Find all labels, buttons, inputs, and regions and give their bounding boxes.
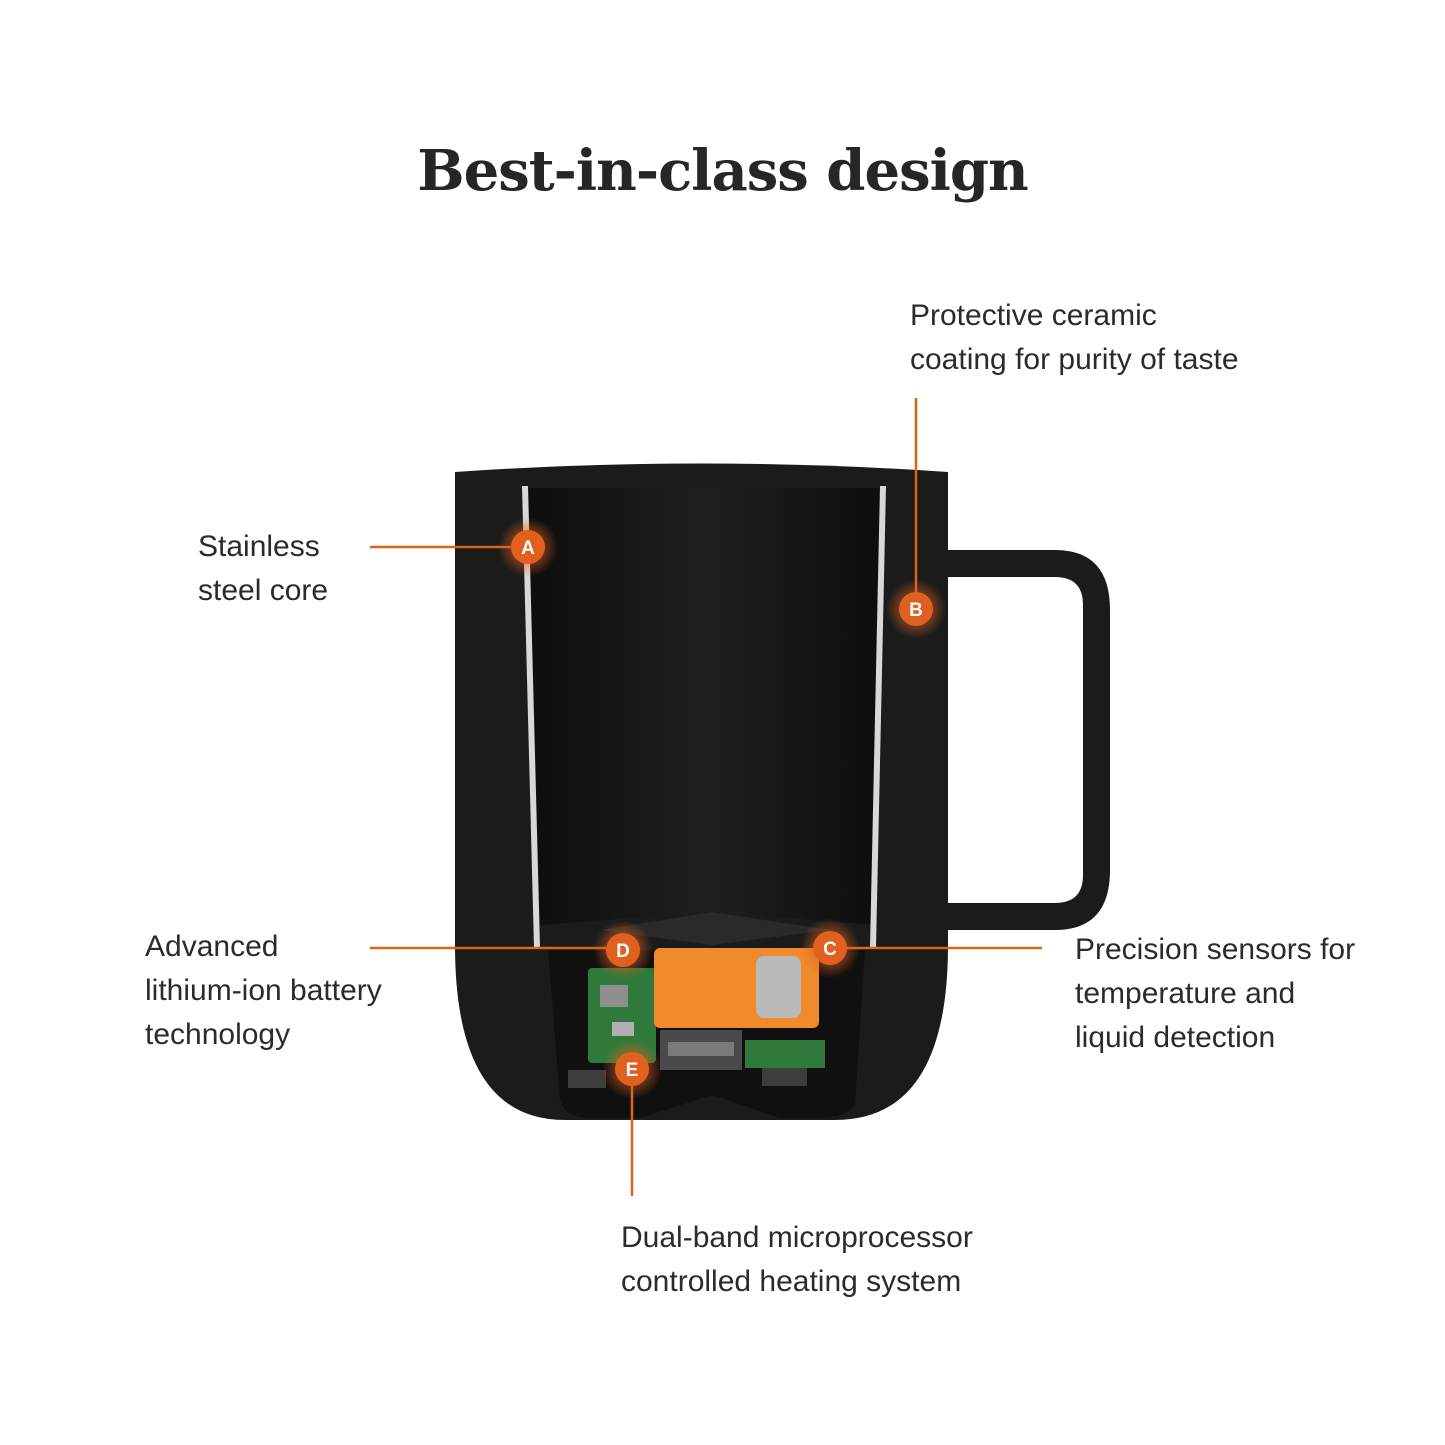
callout-e-line-1: Dual-band microprocessor [621, 1221, 973, 1254]
contact-pad-right [762, 1068, 807, 1086]
circuit-chip-2 [612, 1022, 634, 1036]
callout-c-label: Precision sensors for temperature and li… [1075, 928, 1355, 1060]
marker-d-letter: D [616, 941, 630, 962]
callout-a-line-2: steel core [198, 574, 329, 607]
callout-a-line-1: Stainless [198, 530, 320, 563]
battery-cap [756, 956, 801, 1018]
callout-d-line-3: technology [145, 1018, 291, 1051]
connector-pins [668, 1042, 734, 1056]
callout-c-line-2: temperature and [1075, 977, 1296, 1010]
callout-d-label: Advanced lithium-ion battery technology [145, 925, 382, 1057]
marker-e-letter: E [626, 1060, 639, 1081]
leader-lines [370, 398, 1042, 1196]
circuit-chip [600, 985, 628, 1007]
marker-c-letter: C [823, 939, 837, 960]
callout-b-line-2: coating for purity of taste [910, 343, 1239, 376]
callout-a-label: Stainless steel core [198, 525, 328, 613]
marker-a: A [498, 517, 558, 577]
callout-c-line-1: Precision sensors for [1075, 933, 1356, 966]
marker-b: B [886, 579, 946, 639]
callout-d-line-2: lithium-ion battery [145, 974, 382, 1007]
callout-b-label: Protective ceramic coating for purity of… [910, 294, 1239, 382]
callout-d-line-1: Advanced [145, 930, 279, 963]
stainless-wall-left [522, 486, 540, 948]
mug-interior [528, 488, 885, 925]
contact-pad-left [568, 1070, 606, 1088]
mug-handle [935, 550, 1110, 930]
marker-e: E [602, 1039, 662, 1099]
marker-c: C [800, 918, 860, 978]
inner-floor [600, 912, 830, 945]
marker-d: D [593, 920, 653, 980]
marker-b-letter: B [909, 600, 923, 621]
callout-e-line-2: controlled heating system [621, 1265, 962, 1298]
page-title: Best-in-class design [417, 138, 1029, 204]
circuit-board-right [745, 1040, 825, 1068]
marker-a-letter: A [521, 538, 535, 559]
callout-c-line-3: liquid detection [1075, 1021, 1276, 1054]
stainless-wall-right [870, 486, 886, 948]
callout-b-line-1: Protective ceramic [910, 299, 1157, 332]
callout-e-label: Dual-band microprocessor controlled heat… [621, 1216, 973, 1304]
